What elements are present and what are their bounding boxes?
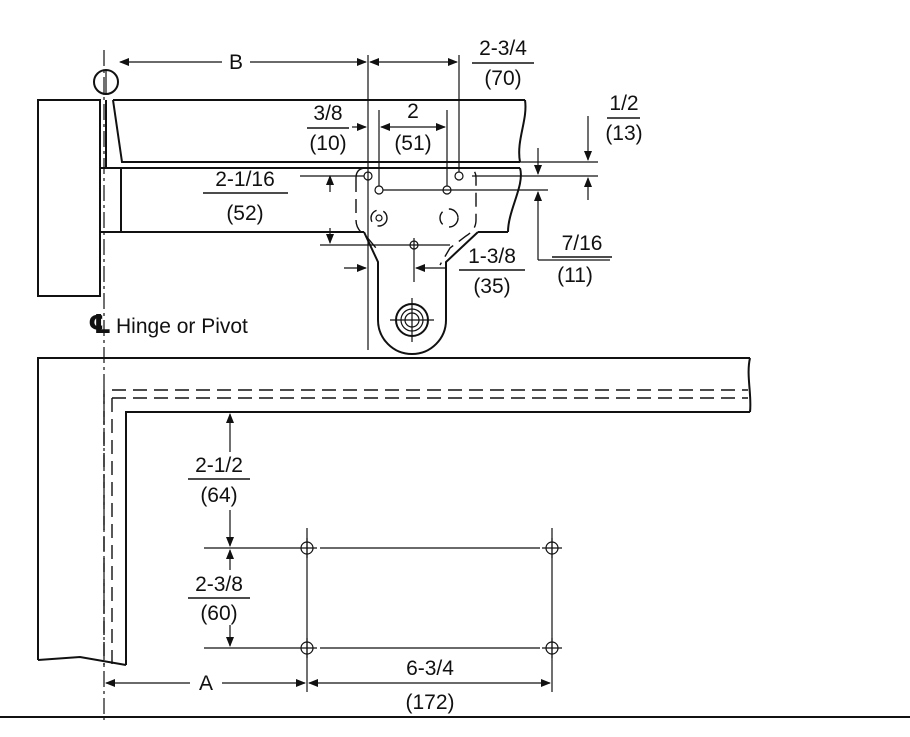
dim-6-3-4: 6-3/4 bbox=[406, 657, 454, 680]
hinge-pin bbox=[93, 69, 119, 95]
dim-10: (10) bbox=[309, 132, 346, 155]
dim-172: (172) bbox=[405, 691, 454, 714]
fraction-bars bbox=[188, 62, 640, 599]
dim-11: (11) bbox=[557, 264, 593, 287]
centerline-symbol: ℄ bbox=[88, 309, 111, 339]
door-top-view bbox=[99, 99, 527, 233]
dim-3-8: 3/8 bbox=[313, 102, 342, 125]
dim-2-1-2: 2-1/2 bbox=[195, 454, 243, 477]
dim-1-3-8: 1-3/8 bbox=[468, 245, 516, 268]
dim-label-b: B bbox=[229, 51, 243, 74]
dim-60: (60) bbox=[200, 602, 237, 625]
dim-64: (64) bbox=[200, 484, 237, 507]
dim-52: (52) bbox=[226, 202, 263, 225]
dim-2-3-4: 2-3/4 bbox=[479, 37, 527, 60]
dim-7-16: 7/16 bbox=[562, 232, 603, 255]
frame-elevation bbox=[37, 357, 752, 666]
dim-2-3-8: 2-3/8 bbox=[195, 573, 243, 596]
dim-2: 2 bbox=[407, 100, 419, 123]
dim-lines-lower bbox=[105, 413, 553, 692]
centerline-label: Hinge or Pivot bbox=[116, 315, 248, 338]
dim-35: (35) bbox=[473, 275, 510, 298]
dim-label-a: A bbox=[199, 672, 213, 695]
dim-13: (13) bbox=[605, 122, 642, 145]
dim-lines-top bbox=[119, 55, 610, 350]
dim-51: (51) bbox=[394, 132, 431, 155]
mounting-holes bbox=[297, 538, 562, 658]
frame-stop bbox=[37, 99, 101, 297]
arm-bracket bbox=[355, 167, 479, 355]
dim-1-2: 1/2 bbox=[609, 92, 638, 115]
dim-70: (70) bbox=[484, 67, 521, 90]
dim-2-1-16: 2-1/16 bbox=[215, 168, 275, 191]
